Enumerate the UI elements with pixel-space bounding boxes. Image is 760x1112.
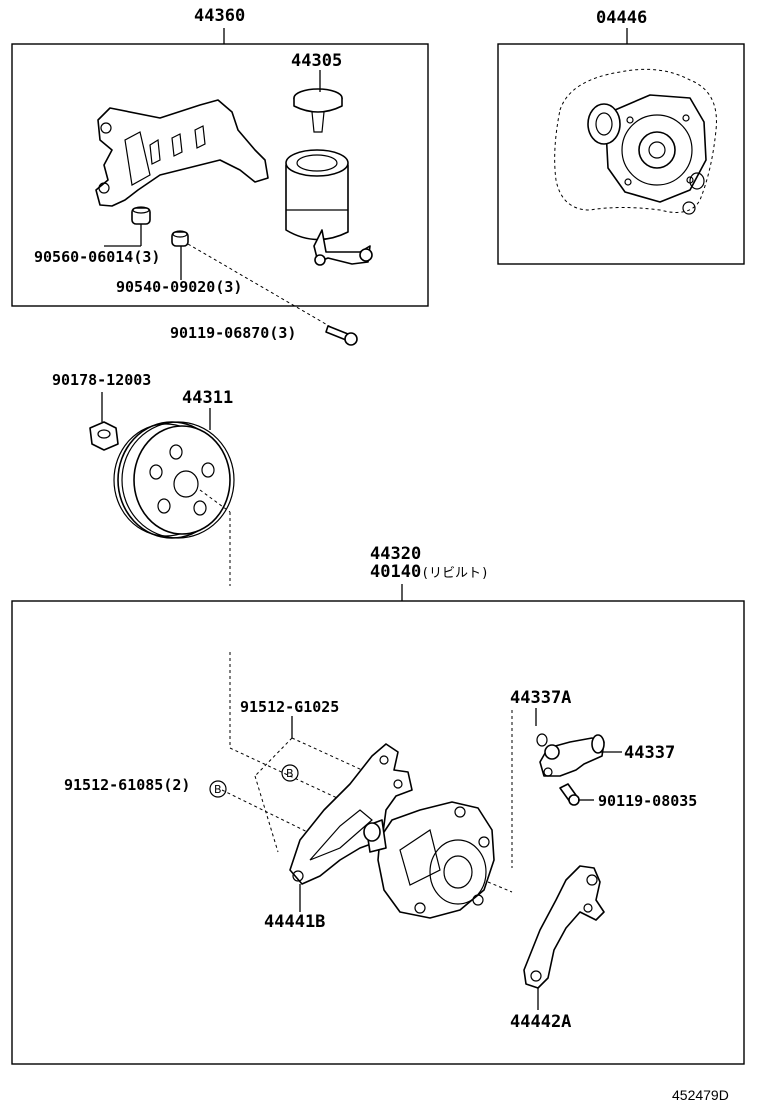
qty-90119a: (3) (269, 324, 297, 342)
nut-90178-12003[interactable] (89, 421, 119, 451)
label-44360[interactable]: 44360 (194, 6, 246, 26)
callout-b-upper: B (281, 764, 299, 782)
bolt-90119-08035[interactable] (559, 783, 580, 806)
label-91512-g1025[interactable]: 91512-G1025 (240, 698, 340, 716)
label-90178-12003[interactable]: 90178-12003 (52, 371, 152, 389)
part-number-40140: 40140 (370, 562, 422, 582)
part-number-90560: 90560-06014 (34, 248, 134, 266)
nut-90560-06014[interactable] (131, 206, 151, 225)
bracket-44441b[interactable] (289, 743, 413, 885)
reservoir-cap-44305[interactable] (293, 88, 343, 133)
o-ring-44337a[interactable] (536, 733, 548, 747)
label-44337[interactable]: 44337 (624, 743, 676, 763)
label-91512-61085[interactable]: 91512-61085(2) (64, 778, 190, 793)
label-44442a[interactable]: 44442A (510, 1012, 572, 1032)
label-90119-08035[interactable]: 90119-08035 (598, 792, 698, 810)
pulley-44311[interactable] (113, 421, 235, 539)
label-44441b[interactable]: 44441B (264, 912, 326, 932)
group-box-04446 (497, 43, 745, 265)
label-04446[interactable]: 04446 (596, 8, 648, 28)
part-number-90540: 90540-09020 (116, 278, 216, 296)
label-40140[interactable]: 40140(リビルト) (370, 564, 489, 581)
bracket-44442a[interactable] (523, 865, 605, 989)
label-44311[interactable]: 44311 (182, 388, 234, 408)
collar-90540-09020[interactable] (171, 230, 189, 247)
reservoir-bracket[interactable] (95, 99, 269, 207)
bolt-90119-06870[interactable] (325, 325, 358, 346)
power-steering-pump[interactable] (363, 801, 495, 919)
guide-91512-c (254, 737, 293, 777)
guide-91512-d (254, 775, 279, 853)
leader-90540-bolt (187, 243, 337, 331)
part-number-91512-61085: 91512-61085 (64, 776, 164, 794)
guide-pump-right (487, 881, 513, 893)
qty-91512-61085: (2) (163, 776, 191, 794)
label-44305[interactable]: 44305 (291, 51, 343, 71)
gasket-kit-04446[interactable] (554, 68, 717, 215)
union-44337[interactable] (539, 734, 605, 777)
label-90119-06870[interactable]: 90119-06870(3) (170, 326, 296, 341)
label-44320[interactable]: 44320 (370, 544, 422, 564)
label-90560-06014[interactable]: 90560-06014(3) (34, 250, 160, 265)
svg-text:B: B (286, 767, 294, 780)
part-number-90119a: 90119-06870 (170, 324, 270, 342)
diagram-id: 452479D (672, 1087, 729, 1103)
axis-pulley (199, 489, 231, 513)
label-44337a[interactable]: 44337A (510, 688, 572, 708)
qty-90560: (3) (133, 248, 161, 266)
group-box-44360 (11, 43, 429, 307)
callout-b-lower: B (209, 780, 227, 798)
reservoir-tank[interactable] (285, 149, 373, 266)
svg-text:B: B (214, 783, 222, 796)
group-box-44320 (11, 600, 745, 1065)
qty-90540: (3) (215, 278, 243, 296)
label-90540-09020[interactable]: 90540-09020(3) (116, 280, 242, 295)
rebuilt-note: (リビルト) (421, 566, 489, 581)
